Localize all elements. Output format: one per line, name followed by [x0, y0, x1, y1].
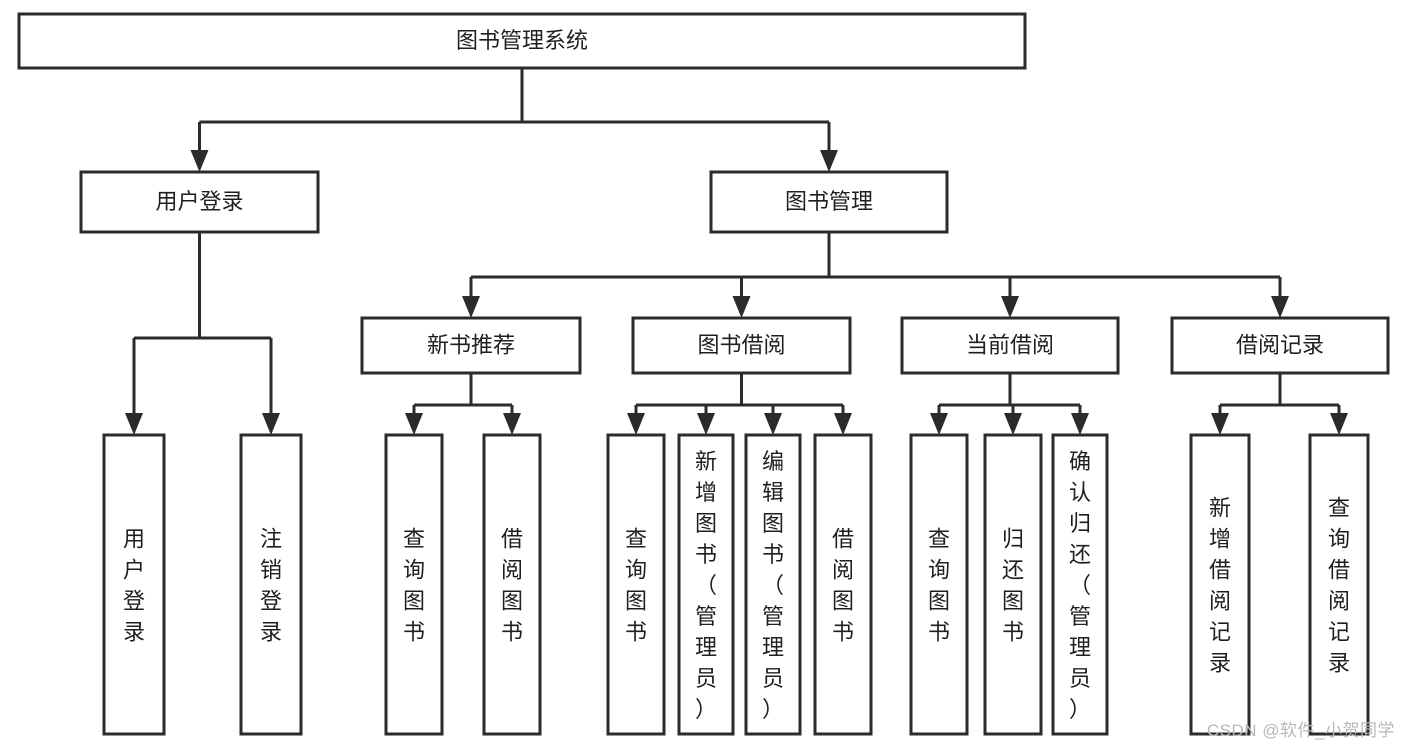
node-leaf-return-book[interactable]: 归还图书: [983, 433, 1043, 736]
node-new-book-recommend[interactable]: 新书推荐: [360, 316, 582, 375]
node-box: [709, 170, 949, 234]
arrow-head-icon: [732, 296, 751, 318]
node-leaf-query-record[interactable]: 查询借阅记录: [1308, 433, 1370, 736]
node-box: [606, 433, 666, 736]
arrow-head-icon: [503, 413, 521, 435]
node-label: 借阅图书: [832, 527, 854, 645]
arrow-head-icon: [930, 413, 948, 435]
node-label: 新增借阅记录: [1209, 496, 1231, 676]
arrow-head-icon: [125, 413, 143, 435]
node-leaf-query-book-1[interactable]: 查询图书: [384, 433, 444, 736]
node-current-borrow[interactable]: 当前借阅: [900, 316, 1120, 375]
node-label: 查询图书: [403, 527, 425, 645]
node-label: 查询借阅记录: [1328, 496, 1350, 676]
node-box: [631, 316, 852, 375]
node-borrow-record[interactable]: 借阅记录: [1170, 316, 1390, 375]
node-leaf-query-book-2[interactable]: 查询图书: [606, 433, 666, 736]
node-box: [102, 433, 166, 736]
edge-group-user-login: [125, 232, 280, 435]
edge-group-new-book-recommend: [405, 373, 521, 435]
node-box: [384, 433, 444, 736]
node-box: [1170, 316, 1390, 375]
edge-group-current-borrow: [930, 373, 1089, 435]
arrow-head-icon: [834, 413, 852, 435]
node-label: 图书借阅: [697, 332, 785, 357]
connector-layer: [125, 68, 1348, 435]
node-leaf-user-logout[interactable]: 注销登录: [239, 433, 303, 736]
arrow-head-icon: [764, 413, 782, 435]
edge-group-book-borrow: [627, 373, 852, 435]
arrow-head-icon: [190, 150, 209, 172]
arrow-head-icon: [1271, 296, 1289, 318]
node-box: [1051, 433, 1109, 736]
edge-group-book-manage: [462, 232, 1289, 318]
arrow-head-icon: [820, 150, 838, 172]
node-label: 归还图书: [1002, 527, 1024, 645]
node-user-login[interactable]: 用户登录: [79, 170, 320, 234]
node-label: 用户登录: [155, 189, 243, 214]
node-label: 编辑图书（管理员）: [762, 449, 784, 722]
arrow-head-icon: [405, 413, 423, 435]
node-leaf-query-book-3[interactable]: 查询图书: [909, 433, 969, 736]
node-leaf-add-record[interactable]: 新增借阅记录: [1189, 433, 1251, 736]
node-box: [677, 433, 735, 736]
node-label: 当前借阅: [966, 332, 1054, 357]
arrow-head-icon: [462, 296, 480, 318]
node-label: 新书推荐: [427, 332, 515, 357]
node-box: [239, 433, 303, 736]
node-box: [1189, 433, 1251, 736]
arrow-head-icon: [1330, 413, 1348, 435]
node-label: 确认归还（管理员）: [1069, 449, 1091, 722]
node-label: 图书管理系统: [456, 28, 588, 53]
node-box: [983, 433, 1043, 736]
node-leaf-user-login[interactable]: 用户登录: [102, 433, 166, 736]
node-leaf-add-book[interactable]: 新增图书（管理员）: [677, 433, 735, 736]
node-label: 查询图书: [928, 527, 950, 645]
node-box: [900, 316, 1120, 375]
node-label: 借阅图书: [501, 527, 523, 645]
node-box: [909, 433, 969, 736]
edge-group-root: [190, 68, 838, 172]
node-leaf-borrow-book-1[interactable]: 借阅图书: [482, 433, 542, 736]
node-box: [1308, 433, 1370, 736]
node-label: 借阅记录: [1236, 332, 1324, 357]
node-box: [744, 433, 802, 736]
edge-group-borrow-record: [1211, 373, 1348, 435]
arrow-head-icon: [1071, 413, 1089, 435]
arrow-head-icon: [697, 413, 715, 435]
node-box: [17, 12, 1027, 70]
node-label: 注销登录: [260, 527, 282, 645]
arrow-head-icon: [262, 413, 280, 435]
node-root[interactable]: 图书管理系统: [17, 12, 1027, 70]
node-leaf-edit-book[interactable]: 编辑图书（管理员）: [744, 433, 802, 736]
node-book-borrow[interactable]: 图书借阅: [631, 316, 852, 375]
arrow-head-icon: [1004, 413, 1022, 435]
arrow-head-icon: [1211, 413, 1229, 435]
arrow-head-icon: [1001, 296, 1019, 318]
arrow-head-icon: [627, 413, 645, 435]
node-book-manage[interactable]: 图书管理: [709, 170, 949, 234]
node-box: [813, 433, 873, 736]
node-box: [79, 170, 320, 234]
node-label: 新增图书（管理员）: [695, 449, 717, 722]
node-layer: 图书管理系统用户登录图书管理新书推荐图书借阅当前借阅借阅记录用户登录注销登录查询…: [17, 12, 1390, 736]
node-label: 用户登录: [123, 527, 145, 645]
node-box: [482, 433, 542, 736]
node-box: [360, 316, 582, 375]
node-leaf-confirm-return[interactable]: 确认归还（管理员）: [1051, 433, 1109, 736]
node-label: 图书管理: [785, 189, 873, 214]
node-label: 查询图书: [625, 527, 647, 645]
node-leaf-borrow-book-2[interactable]: 借阅图书: [813, 433, 873, 736]
